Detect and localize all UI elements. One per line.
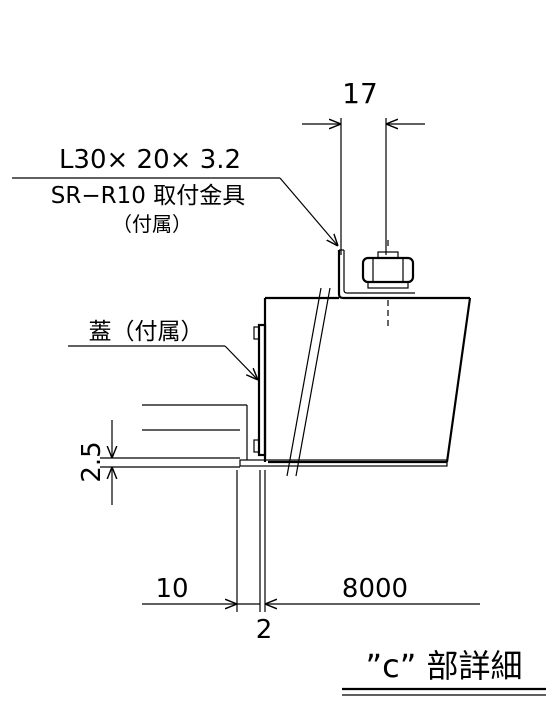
wall-lines — [100, 404, 248, 468]
bolt-nut — [361, 240, 415, 330]
detail-title-text: ”c” 部詳細 — [366, 647, 523, 685]
l-angle-bracket — [337, 249, 415, 300]
bracket-label: SR−R10 取付金具 — [51, 183, 245, 209]
detail-title: ”c” 部詳細 — [342, 647, 546, 696]
leader-line-bracket — [279, 177, 338, 246]
bracket-note-label: （付属） — [112, 212, 192, 236]
bottom-dimensions: 10 8000 2 — [142, 470, 480, 645]
top-dimension: 17 — [302, 77, 425, 255]
leader-line-lid — [224, 345, 258, 380]
dim-17-label: 17 — [342, 77, 378, 110]
dim-10-label: 10 — [155, 574, 188, 604]
bracket-callout: L30× 20× 3.2 SR−R10 取付金具 （付属） — [12, 145, 338, 246]
lid: 蓋（付属） — [68, 319, 267, 457]
break-line-2 — [295, 287, 331, 477]
dim-2-5-label: 2.5 — [77, 441, 107, 482]
left-dimension: 2.5 — [77, 420, 112, 505]
dim-2-label: 2 — [256, 615, 273, 645]
box-body — [239, 287, 472, 477]
dim-8000-label: 8000 — [342, 574, 408, 604]
lid-label: 蓋（付属） — [89, 319, 204, 345]
angle-spec-label: L30× 20× 3.2 — [59, 145, 241, 175]
break-line-1 — [286, 287, 322, 477]
